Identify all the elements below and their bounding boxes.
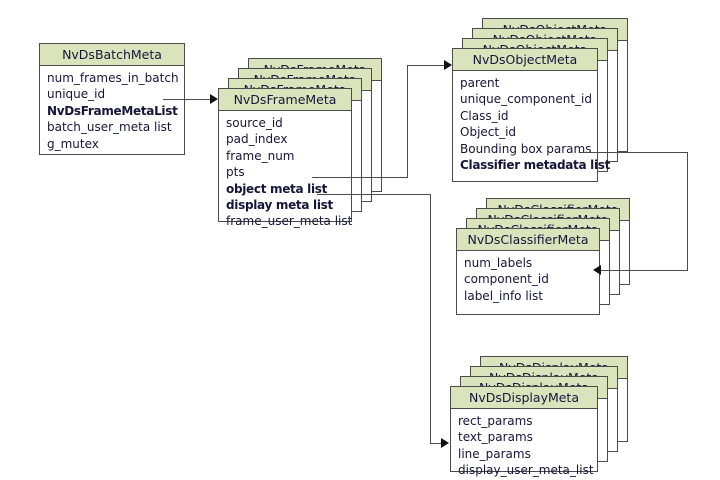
field-row: Bounding box params	[460, 141, 592, 156]
connector-frame-to-display-seg1	[317, 194, 431, 195]
class-title-object-meta: NvDsObjectMeta	[453, 49, 597, 71]
class-title-batch-meta: NvDsBatchMeta	[40, 44, 184, 66]
class-box-classifier-meta[interactable]: NvDsClassifierMeta num_labels component_…	[456, 228, 600, 315]
class-title-classifier-meta: NvDsClassifierMeta	[457, 229, 599, 251]
field-row: Object_id	[460, 125, 517, 140]
arrowhead-frame-to-display	[441, 438, 449, 448]
connector-frame-to-display-seg3	[430, 443, 443, 444]
field-row: text_params	[458, 430, 533, 445]
field-row: frame_num	[226, 148, 295, 163]
field-row: frame_user_meta list	[226, 214, 353, 229]
arrowhead-batch-to-frame	[210, 94, 218, 104]
class-fields-batch-meta: num_frames_in_batch unique_id NvDsFrameM…	[40, 66, 184, 155]
connector-frame-to-object-seg3	[407, 65, 445, 66]
field-row: rect_params	[458, 414, 533, 428]
class-fields-classifier-meta: num_labels component_id label_info list	[457, 251, 599, 307]
field-row: source_id	[226, 116, 283, 130]
field-row: label_info list	[464, 288, 543, 303]
field-row: Class_id	[460, 108, 509, 123]
arrowhead-object-to-classifier	[593, 265, 601, 275]
class-title-frame-meta: NvDsFrameMeta	[219, 89, 351, 111]
connector-batch-to-frame	[163, 99, 211, 100]
class-fields-object-meta: parent unique_component_id Class_id Obje…	[453, 71, 611, 176]
connector-frame-to-object-seg1	[312, 177, 408, 178]
field-row-frame-meta-list: NvDsFrameMetaList	[47, 103, 178, 118]
field-row: batch_user_meta list	[47, 120, 172, 135]
class-fields-display-meta: rect_params text_params line_params disp…	[451, 409, 597, 480]
field-row-classifier-metadata-list: Classifier metadata list	[460, 158, 611, 173]
field-row: component_id	[464, 272, 549, 287]
field-row: num_labels	[464, 256, 533, 270]
field-row: display_user_meta_list	[458, 463, 594, 478]
arrowhead-frame-to-object	[444, 60, 452, 70]
connector-object-to-classifier-seg2	[687, 152, 688, 271]
class-box-display-meta[interactable]: NvDsDisplayMeta rect_params text_params …	[450, 386, 598, 477]
field-row-display-meta-list: display meta list	[226, 198, 333, 213]
field-row: unique_component_id	[460, 92, 592, 107]
class-box-frame-meta[interactable]: NvDsFrameMeta source_id pad_index frame_…	[218, 88, 352, 228]
class-box-batch-meta[interactable]: NvDsBatchMeta num_frames_in_batch unique…	[39, 43, 185, 155]
field-row: pad_index	[226, 132, 288, 147]
field-row: unique_id	[47, 87, 106, 102]
field-row-object-meta-list: object meta list	[226, 181, 328, 196]
connector-frame-to-object-seg2	[407, 65, 408, 178]
connector-frame-to-display-seg2	[430, 194, 431, 443]
field-row: pts	[226, 165, 245, 180]
class-title-display-meta: NvDsDisplayMeta	[451, 387, 597, 409]
field-row: g_mutex	[47, 136, 99, 151]
connector-object-to-classifier-seg3	[601, 270, 688, 271]
field-row: line_params	[458, 446, 531, 461]
class-box-object-meta[interactable]: NvDsObjectMeta parent unique_component_i…	[452, 48, 611, 182]
class-fields-frame-meta: source_id pad_index frame_num pts object…	[219, 111, 353, 233]
connector-object-to-classifier-seg1	[580, 152, 688, 153]
field-row: parent	[460, 76, 500, 90]
field-row: num_frames_in_batch	[47, 71, 179, 85]
